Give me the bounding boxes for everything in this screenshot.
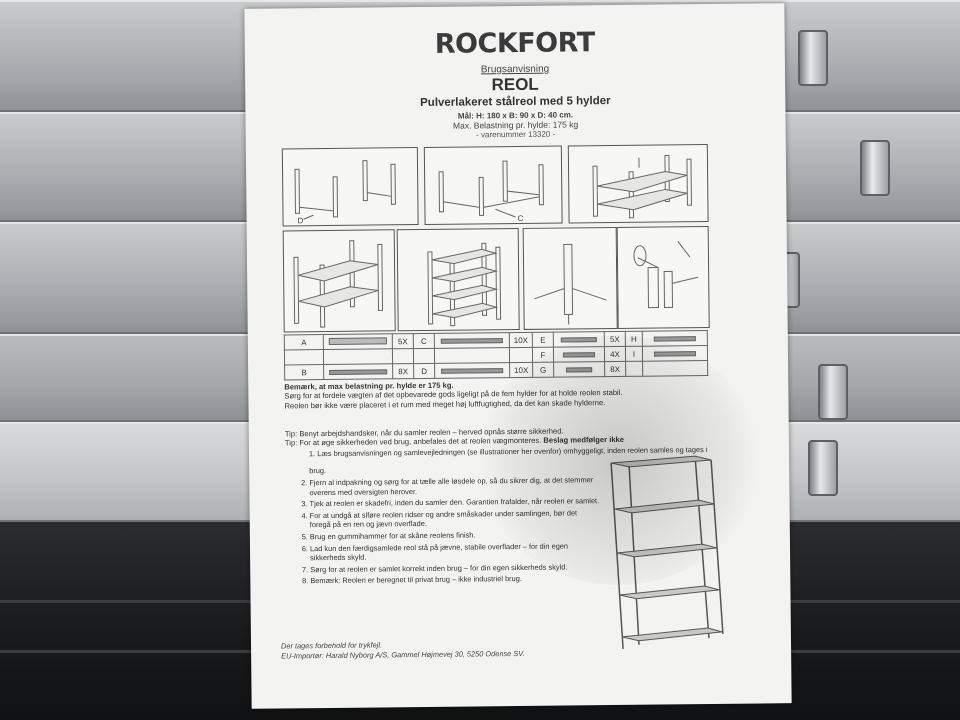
wall-slot	[798, 30, 828, 86]
instruction-steps: Fjern al indpakning og sørg for at tælle…	[287, 475, 600, 588]
part-id: F	[532, 347, 554, 363]
part-id: G	[532, 362, 554, 378]
parts-table: A 5X C 10X E 5X H F 4X I B 8X D 10X	[284, 330, 708, 380]
table-row: B 8X D 10X G 8X	[284, 360, 708, 380]
part-picture	[329, 368, 388, 375]
footer-importer: EU-Importør: Harald Nyborg A/S, Gammel H…	[281, 648, 525, 661]
shelf-illustration	[599, 452, 729, 653]
part-qty: 10X	[509, 332, 533, 348]
part-qty: 5X	[392, 333, 414, 349]
part-id: I	[625, 346, 643, 362]
wall-slot	[860, 140, 890, 196]
list-item: Sørg for at reolen er samlet korrekt ind…	[310, 562, 600, 575]
part-picture	[441, 367, 504, 374]
assembly-diagram-1: D	[281, 147, 419, 227]
list-item: Fjern al indpakning og sørg for at tælle…	[309, 475, 599, 497]
assembly-diagram-2: C	[423, 145, 563, 225]
footer-disclaimer: Der tages forbehold for trykfejl.	[280, 640, 383, 651]
instruction-sheet: ROCKFORT Brugsanvisning REOL Pulverlaker…	[244, 3, 792, 709]
diagram-label-d: D	[298, 216, 304, 225]
part-id: D	[413, 363, 435, 379]
brand-logo: ROCKFORT	[434, 27, 595, 60]
list-item: Brug en gummihammer for at skåne reolens…	[310, 529, 600, 542]
list-item: Bemærk: Reolen er beregnet til privat br…	[310, 573, 600, 586]
assembly-diagram-3	[567, 144, 709, 224]
part-qty: 10X	[509, 362, 533, 378]
tip-wall-mount-text: Tip: For at øge sikkerheden ved brug, an…	[284, 435, 542, 448]
wall-slot	[808, 440, 838, 496]
tip-wall-mount-bold: Beslag medfølger ikke	[543, 434, 625, 445]
part-id: C	[413, 333, 435, 349]
diagram-label-c: C	[518, 214, 524, 223]
part-id: H	[625, 331, 643, 347]
wall-slot	[818, 364, 848, 420]
part-id: E	[532, 332, 554, 348]
list-item: Lad kun den færdigsamlede reol stå på jæ…	[310, 541, 600, 563]
part-picture	[566, 366, 593, 372]
part-picture	[560, 336, 597, 343]
list-item: Tjek at reolen er skadefri, inden du sam…	[309, 496, 599, 509]
part-beam-picture	[440, 337, 503, 344]
part-picture	[653, 335, 696, 342]
list-item: For at undgå at slføre reolen ridser og …	[310, 508, 600, 530]
assembly-diagram-4	[282, 229, 396, 333]
part-shelf-picture	[328, 336, 387, 345]
part-qty: 8X	[392, 363, 414, 379]
part-qty: 4X	[604, 346, 626, 362]
part-id: B	[284, 364, 324, 380]
assembly-diagram-6	[522, 226, 618, 330]
part-picture	[653, 350, 697, 357]
part-id: A	[284, 334, 324, 350]
part-qty: 5X	[604, 331, 626, 347]
list-item: brug.	[309, 466, 327, 476]
assembly-diagram-5	[396, 227, 520, 332]
assembly-diagram-7	[616, 225, 710, 329]
part-qty: 8X	[604, 361, 626, 377]
part-picture	[562, 351, 596, 358]
